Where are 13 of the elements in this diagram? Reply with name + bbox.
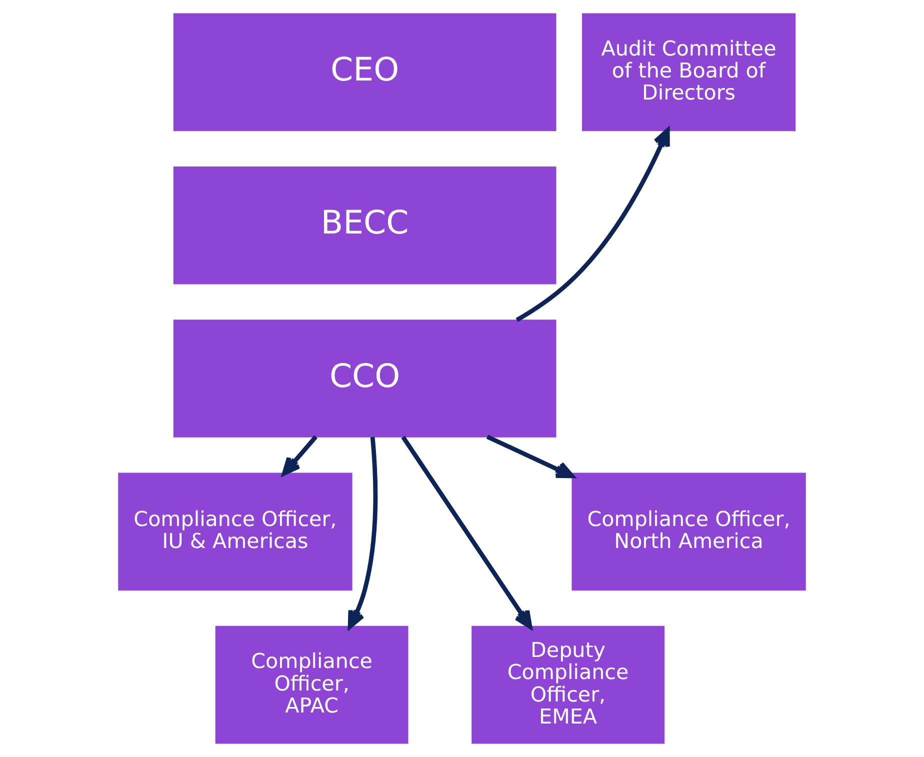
node-box: Compliance Officer, APAC [215,626,408,744]
node-box: Compliance Officer, IU & Americas [118,472,352,591]
node-box: Audit Committee of the Board of Directors [582,13,796,132]
arrow [348,436,378,629]
arrow [516,128,670,322]
arrow [486,434,574,478]
node-box: BECC [173,166,556,284]
node-box: Deputy Compliance Officer, EMEA [472,626,664,744]
arrow [401,436,532,629]
node-box: Compliance Officer, North America [572,472,806,591]
arrow [282,435,318,476]
node-box: CCO [173,320,556,438]
node-box: CEO [173,13,556,132]
